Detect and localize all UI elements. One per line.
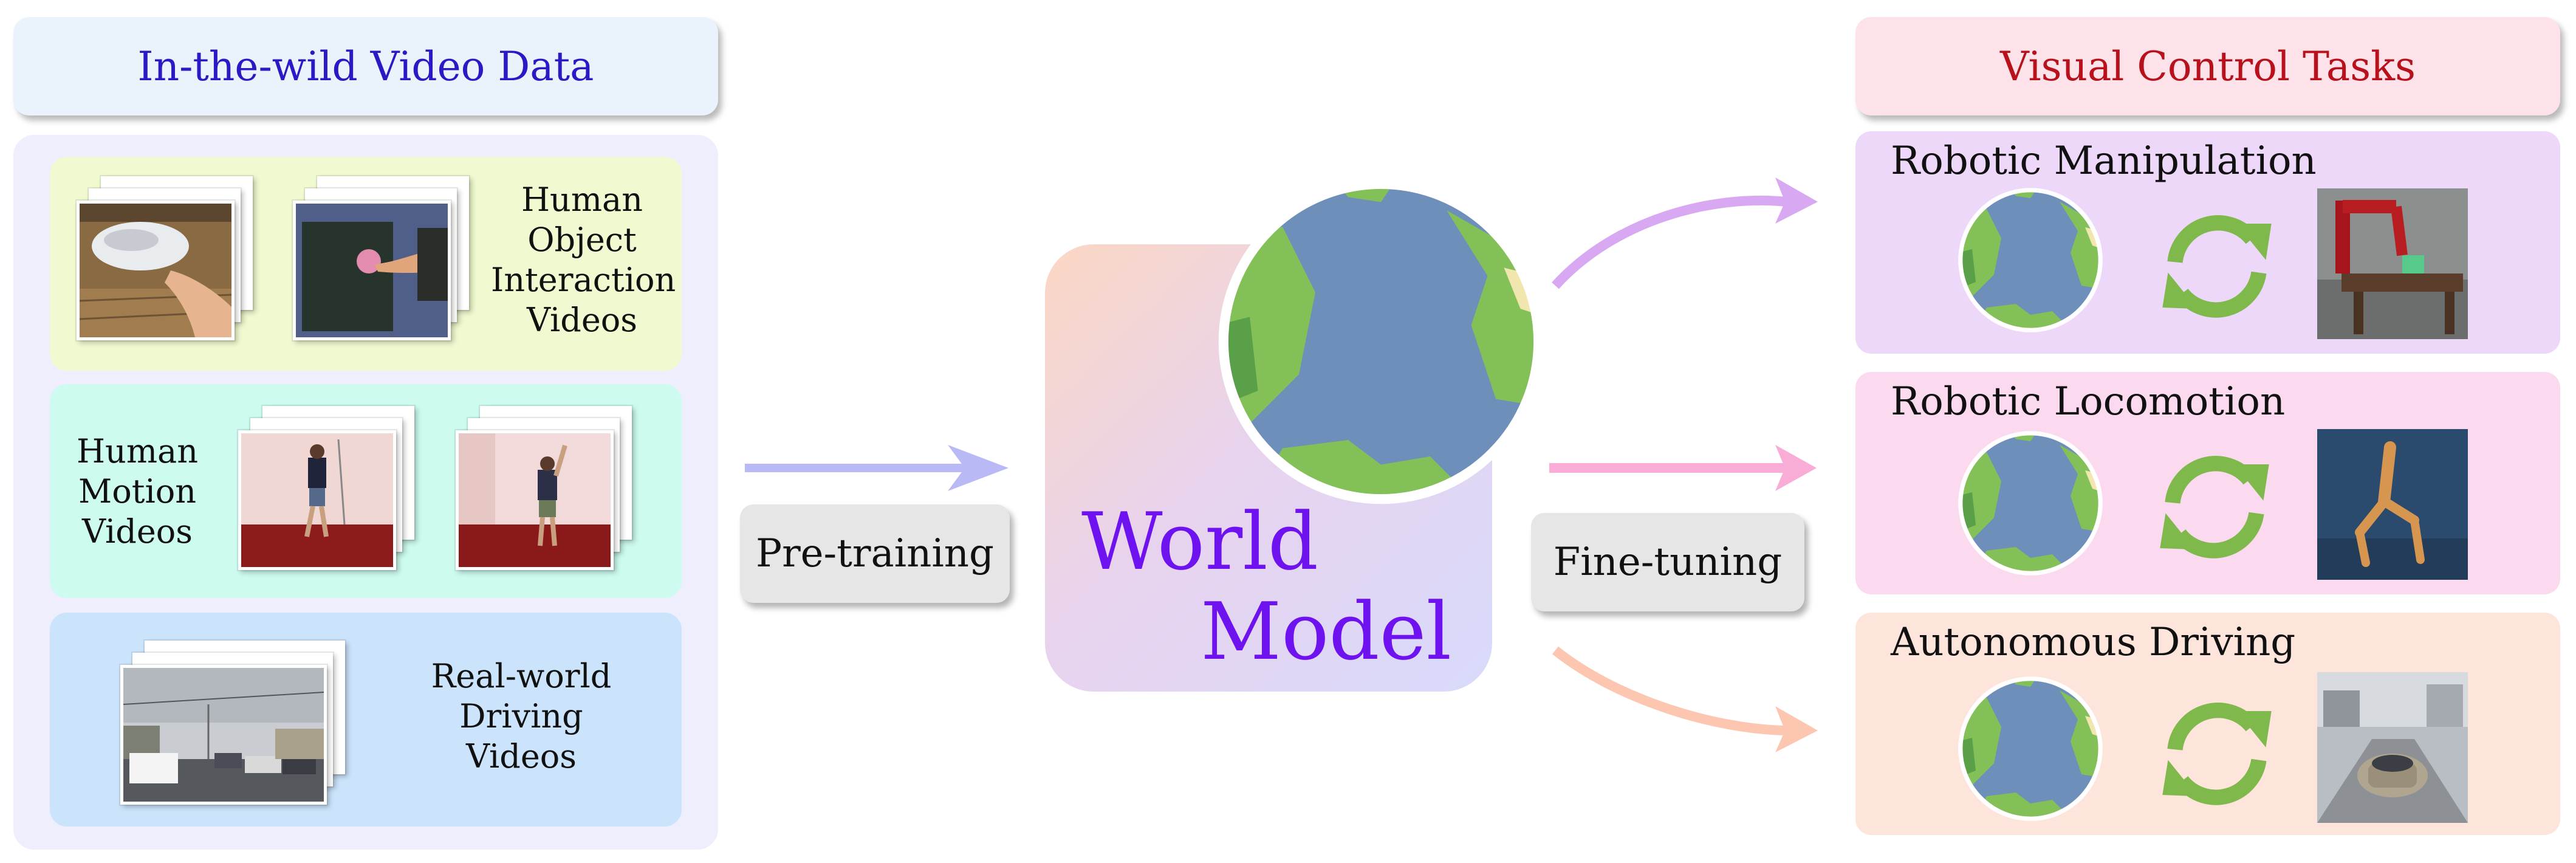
right-header-title: Visual Control Tasks (1999, 43, 2416, 90)
pretraining-arrow (745, 445, 1009, 491)
video-thumbnail-hand-screen (293, 201, 451, 340)
category-label-driving: Real-world Driving Videos (431, 657, 612, 775)
cycle-arrows-icon (2147, 683, 2287, 823)
arrow-to-driving (1552, 646, 1787, 735)
cycle-arrows-icon (2147, 196, 2287, 335)
category-human-motion: Human Motion Videos (50, 384, 682, 598)
earth-icon (1958, 676, 2103, 822)
category-label-motion: Human Motion Videos (76, 432, 199, 551)
arrowhead-locomotion (1775, 445, 1817, 491)
earth-icon (1958, 187, 2103, 333)
video-stack-human-waving (456, 406, 632, 570)
earth-icon (1217, 177, 1545, 506)
pretraining-label: Pre-training (756, 531, 994, 576)
video-stack-hand-screen (293, 176, 469, 340)
task-title-locomotion: Robotic Locomotion (1891, 379, 2286, 424)
video-thumbnail-human-waving (456, 430, 614, 570)
cycle-arrows-icon (2145, 436, 2284, 576)
task-robotic-locomotion: Robotic Locomotion (1855, 372, 2560, 594)
manipulation-sim-image (2317, 188, 2468, 339)
finetuning-label: Fine-tuning (1553, 540, 1783, 585)
task-title-manipulation: Robotic Manipulation (1891, 139, 2317, 184)
category-label-hoi: Human Object Interaction Videos (491, 181, 676, 339)
arrow-to-manipulation (1552, 196, 1787, 289)
task-robotic-manipulation: Robotic Manipulation (1855, 131, 2560, 354)
video-stack-hand-shoe (77, 176, 253, 340)
arrowhead-manipulation (1775, 177, 1818, 224)
task-title-driving: Autonomous Driving (1891, 620, 2296, 665)
video-thumbnail-driving (120, 665, 327, 805)
finetuning-arrows (1549, 177, 1818, 752)
video-thumbnail-hand-shoe (77, 201, 235, 340)
finetuning-stage: Fine-tuning (1531, 513, 1804, 611)
pretraining-stage: Pre-training (740, 504, 1010, 603)
arrowhead-driving (1775, 706, 1818, 752)
video-stack-human-walking (238, 406, 414, 570)
left-header-title: In-the-wild Video Data (137, 43, 594, 90)
driving-sim-image (2317, 672, 2468, 823)
locomotion-sim-image (2317, 429, 2468, 580)
category-human-object-interaction: Human Object Interaction Videos (50, 157, 682, 371)
video-stack-driving (120, 641, 345, 805)
world-model-word-world: World (1081, 495, 1318, 588)
video-thumbnail-human-walking (238, 430, 396, 570)
left-header: In-the-wild Video Data (13, 17, 718, 115)
world-model-word-model: Model (1201, 585, 1452, 678)
earth-icon (1958, 430, 2103, 576)
category-real-world-driving: Real-world Driving Videos (50, 613, 682, 827)
task-autonomous-driving: Autonomous Driving (1855, 613, 2560, 835)
right-header: Visual Control Tasks (1855, 17, 2560, 115)
